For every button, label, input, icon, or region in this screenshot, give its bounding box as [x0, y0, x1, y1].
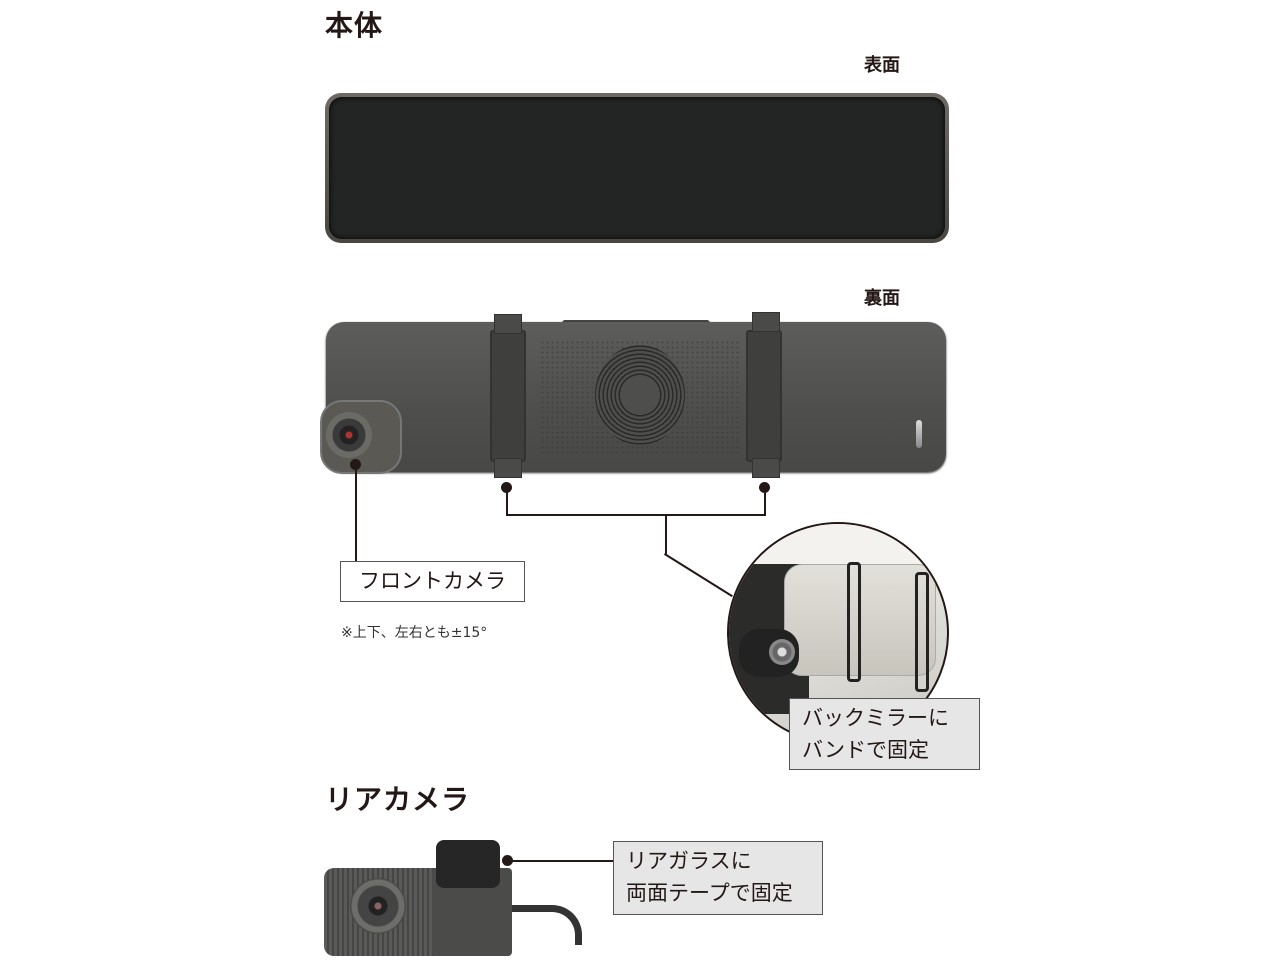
front-camera-angle-note: ※上下、左右とも±15° [341, 625, 488, 641]
front-view-label: 表面 [864, 55, 900, 76]
band-mount-callout: バックミラーに バンドで固定 [789, 698, 980, 770]
bracket-diagonal [663, 553, 733, 598]
back-view-label: 裏面 [864, 288, 900, 309]
rear-camera-cable [512, 905, 582, 945]
band-clip-bottom-right [752, 458, 780, 478]
bracket-stem [665, 514, 667, 554]
indicator-led-icon [916, 420, 922, 448]
rear-camera-adhesive-mount [436, 840, 500, 888]
front-camera-lens-icon [326, 412, 372, 458]
mirror-front-image [325, 93, 949, 243]
rear-mount-callout: リアガラスに 両面テープで固定 [613, 841, 823, 915]
rear-camera-lens-icon [350, 878, 406, 934]
band-clip-top-right [752, 312, 780, 332]
front-camera-leader-line [355, 465, 357, 565]
section-title-main-unit: 本体 [325, 9, 384, 42]
inset-camera-lens-icon [769, 639, 795, 665]
mount-band-left [490, 330, 526, 462]
bracket-right-vertical [764, 487, 766, 515]
rear-mount-leader-line [508, 860, 614, 862]
rear-mount-callout-line1: リアガラスに [626, 849, 752, 873]
front-camera-callout: フロントカメラ [340, 561, 525, 602]
bracket-horizontal [506, 514, 766, 516]
front-camera-pointer-dot [350, 459, 361, 470]
rear-mount-callout-line2: 両面テープで固定 [626, 881, 793, 905]
mirror-screen [329, 97, 945, 239]
speaker-grill-icon [595, 345, 685, 445]
inset-band-right [915, 572, 929, 692]
band-clip-top-left [494, 314, 522, 334]
band-mount-callout-line1: バックミラーに [802, 706, 949, 730]
rear-mount-pointer-dot [502, 855, 513, 866]
inset-band-left [847, 562, 861, 682]
section-title-rear-camera: リアカメラ [325, 783, 471, 816]
band-clip-bottom-left [494, 458, 522, 478]
band-mount-callout-line2: バンドで固定 [802, 738, 930, 762]
mount-band-right [746, 330, 782, 462]
bracket-left-vertical [506, 487, 508, 515]
